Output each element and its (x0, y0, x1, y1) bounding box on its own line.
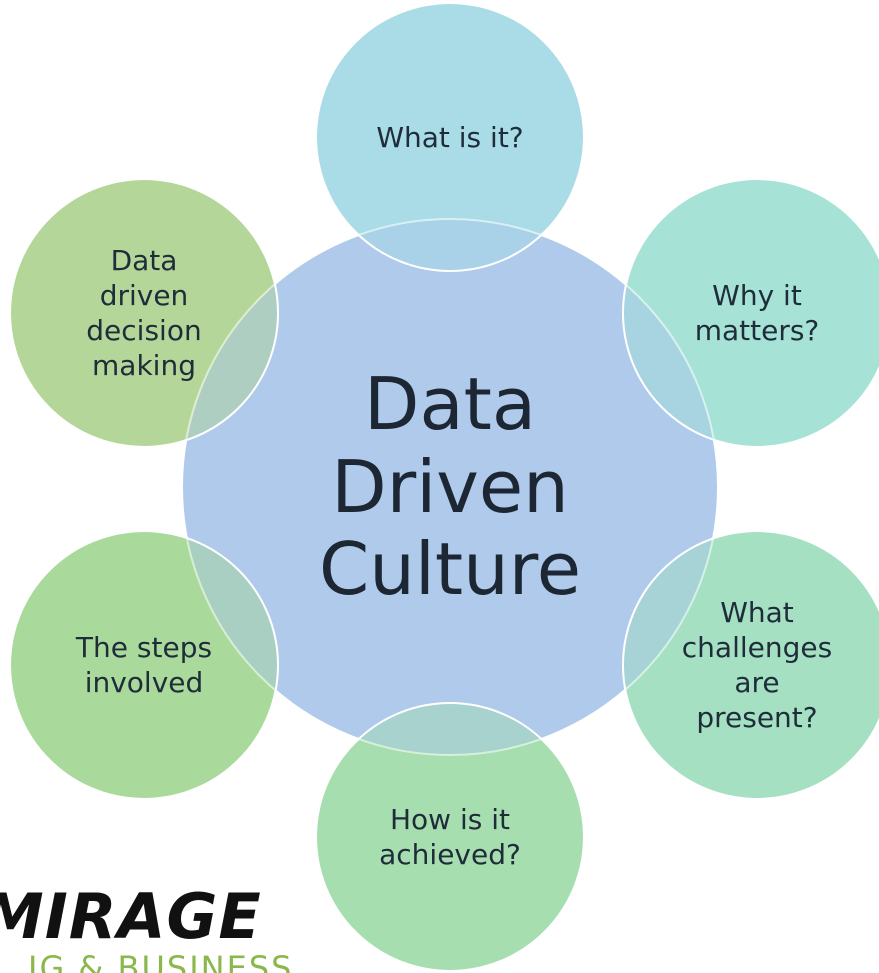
overlap-circle-decision-making (9, 178, 279, 448)
satellite-label-what-is-it: What is it? (376, 120, 524, 154)
logo-tagline: IG & BUSINESS (28, 949, 294, 973)
company-logo: MIRAGE IG & BUSINESS (0, 880, 300, 973)
overlap-circle-why-it-matters (622, 178, 879, 448)
center-circle (181, 218, 719, 756)
overlap-circle-what-is-it (315, 2, 585, 272)
logo-wordmark: MIRAGE (0, 880, 262, 953)
overlap-circle-what-challenges (622, 530, 879, 800)
overlap-circle-steps-involved (9, 530, 279, 800)
overlap-circles (9, 2, 879, 972)
overlap-circle-how-achieved (315, 702, 585, 972)
